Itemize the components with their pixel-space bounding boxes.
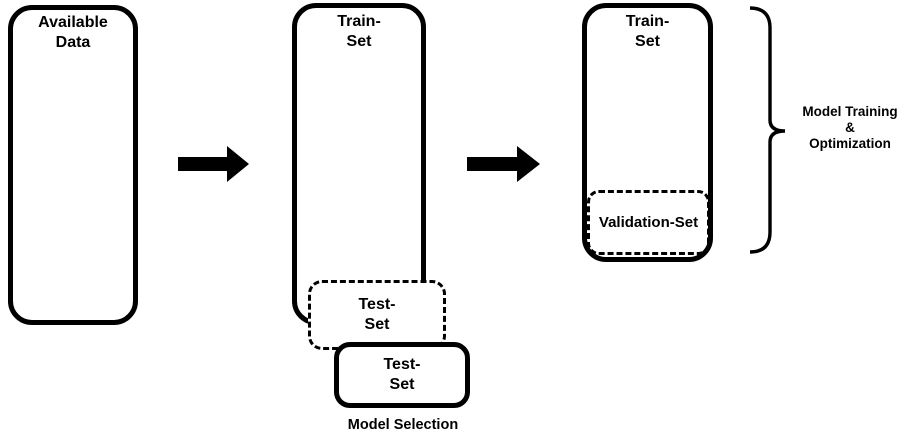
train-set-final-box: Train- Set [582, 3, 713, 262]
validation-set-box: Validation-Set [587, 190, 710, 255]
arrow-right-icon [178, 146, 249, 182]
curly-brace-icon [749, 6, 786, 254]
train-set-label: Train- Set [337, 13, 381, 50]
test-set-label: Test- Set [383, 356, 421, 393]
train-set-box: Train- Set [292, 3, 426, 325]
model-training-caption: Model Training & Optimization [802, 104, 898, 151]
available-data-label: Available Data [38, 14, 108, 51]
test-set-ghost-label: Test- Set [358, 296, 396, 333]
validation-set-label: Validation-Set [598, 213, 699, 231]
train-set-final-label: Train- Set [625, 13, 670, 50]
arrow-right-icon [467, 146, 540, 182]
test-set-ghost-box: Test- Set [308, 280, 446, 350]
test-set-box: Test- Set [334, 342, 470, 408]
model-selection-caption: Model Selection [347, 417, 459, 433]
available-data-box: Available Data [8, 5, 138, 325]
